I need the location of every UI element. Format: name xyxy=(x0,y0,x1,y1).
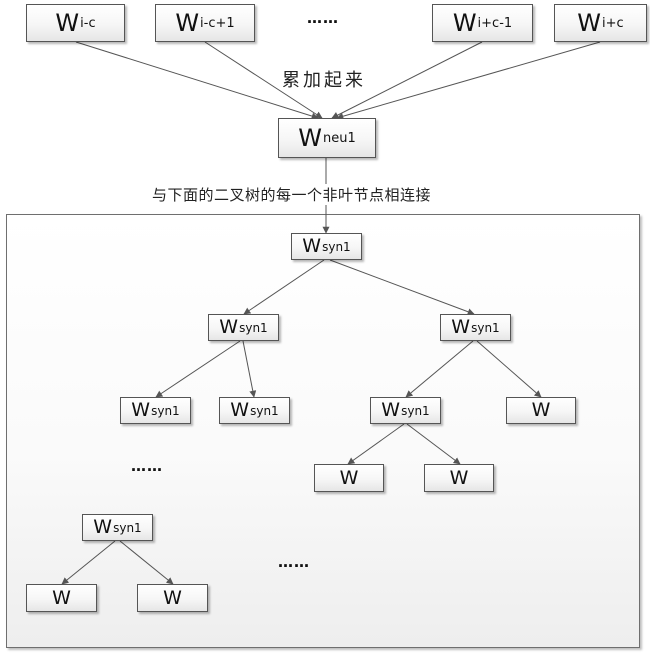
node-sub: syn1 xyxy=(151,403,180,418)
edge-w-i-c-1-to-neu1 xyxy=(331,41,483,119)
edge-w-i-c-to-neu1 xyxy=(75,41,319,120)
edge-rl-to-leaf-left xyxy=(347,423,405,465)
tree-leaf-rr: W xyxy=(506,397,576,424)
node-sub: neu1 xyxy=(322,130,356,146)
tree-leaf-bottom-left: W xyxy=(26,584,97,612)
node-base: W xyxy=(531,399,551,421)
node-sub: syn1 xyxy=(250,403,279,418)
edge-w-i-plus-c-to-neu1 xyxy=(336,41,601,120)
edge-root-to-left xyxy=(243,259,325,315)
node-base: W xyxy=(52,586,71,609)
top-ellipsis: …… xyxy=(307,9,339,27)
node-sub: syn1 xyxy=(239,320,268,335)
node-sub: syn1 xyxy=(113,520,142,535)
node-base: W xyxy=(163,586,182,609)
node-sub: syn1 xyxy=(401,403,430,418)
node-base: W xyxy=(381,399,401,421)
node-base: W xyxy=(298,124,322,152)
connect-label: 与下面的二叉树的每一个非叶节点相连接 xyxy=(150,184,434,205)
edge-right-to-rr xyxy=(476,340,542,398)
node-sub: i+c-1 xyxy=(477,15,513,31)
tree-leaf-bottom-right: W xyxy=(137,584,208,612)
node-sub: i-c+1 xyxy=(200,15,235,31)
binary-tree-panel xyxy=(6,214,640,648)
node-base: W xyxy=(175,9,200,37)
sum-label: 累加起来 xyxy=(282,70,366,91)
node-sub: syn1 xyxy=(322,239,351,254)
node-base: W xyxy=(577,9,602,37)
node-base: W xyxy=(302,235,322,257)
node-sub: syn1 xyxy=(471,320,500,335)
node-sub: i+c xyxy=(602,15,624,31)
tree-ellipsis-left: …… xyxy=(131,457,163,475)
edge-w-i-c1-to-neu1 xyxy=(204,41,323,119)
edge-bottom-to-leaf-left xyxy=(61,540,116,585)
node-base: W xyxy=(451,316,471,338)
edge-left-to-lr xyxy=(242,340,257,398)
node-base: W xyxy=(93,516,113,538)
tree-leaf-rlr: W xyxy=(424,464,494,492)
node-base: W xyxy=(55,9,80,37)
node-base: W xyxy=(219,316,239,338)
node-base: W xyxy=(449,466,469,489)
edge-left-to-ll xyxy=(155,340,241,398)
edge-right-to-rl xyxy=(405,340,474,398)
node-base: W xyxy=(339,466,359,489)
node-sub: i-c xyxy=(80,15,96,31)
node-base: W xyxy=(230,399,250,421)
tree-ellipsis-right: …… xyxy=(278,553,310,571)
edge-root-to-right xyxy=(329,259,475,316)
node-base: W xyxy=(131,399,151,421)
edge-rl-to-leaf-right xyxy=(406,423,461,465)
tree-leaf-rll: W xyxy=(314,464,384,492)
node-base: W xyxy=(452,9,477,37)
edge-bottom-to-leaf-right xyxy=(119,540,174,585)
